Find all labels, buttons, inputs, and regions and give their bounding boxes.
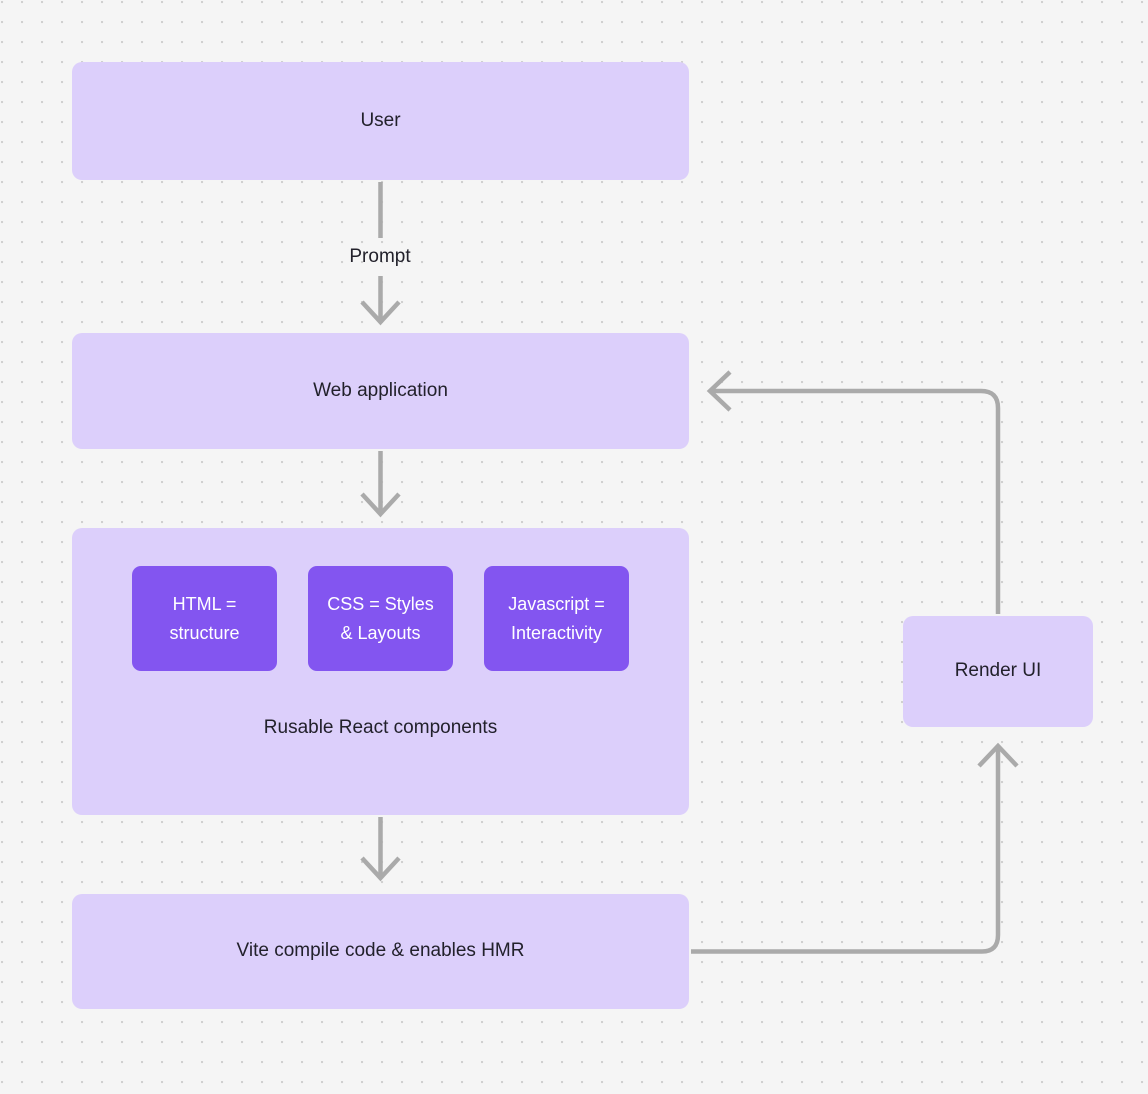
component-box-javascript-label: Javascript = Interactivity	[508, 593, 605, 643]
components-caption: Rusable React components	[263, 717, 498, 738]
node-vite-compile-label: Vite compile code & enables HMR	[236, 940, 525, 962]
component-box-html-label: HTML = structure	[169, 593, 240, 643]
component-box-css[interactable]: CSS = Styles & Layouts	[308, 566, 453, 671]
node-vite-compile[interactable]: Vite compile code & enables HMR	[72, 894, 689, 1009]
node-user[interactable]: User	[72, 62, 689, 180]
node-render-ui[interactable]: Render UI	[903, 616, 1093, 727]
edge-render-to-webapp	[706, 370, 1001, 614]
node-web-application[interactable]: Web application	[72, 333, 689, 449]
component-box-row: HTML = structure CSS = Styles & Layouts …	[72, 566, 689, 671]
node-reusable-react-components[interactable]: HTML = structure CSS = Styles & Layouts …	[72, 528, 689, 815]
node-web-application-label: Web application	[313, 379, 448, 401]
edge-webapp-to-components	[360, 451, 401, 518]
node-render-ui-label: Render UI	[954, 660, 1042, 682]
edge-components-to-vite	[360, 817, 401, 882]
edge-vite-to-render	[691, 742, 1019, 954]
node-user-label: User	[360, 109, 401, 131]
component-box-css-label: CSS = Styles & Layouts	[327, 593, 434, 643]
edge-label-prompt: Prompt	[349, 246, 411, 267]
component-box-html[interactable]: HTML = structure	[132, 566, 277, 671]
component-box-javascript[interactable]: Javascript = Interactivity	[484, 566, 629, 671]
